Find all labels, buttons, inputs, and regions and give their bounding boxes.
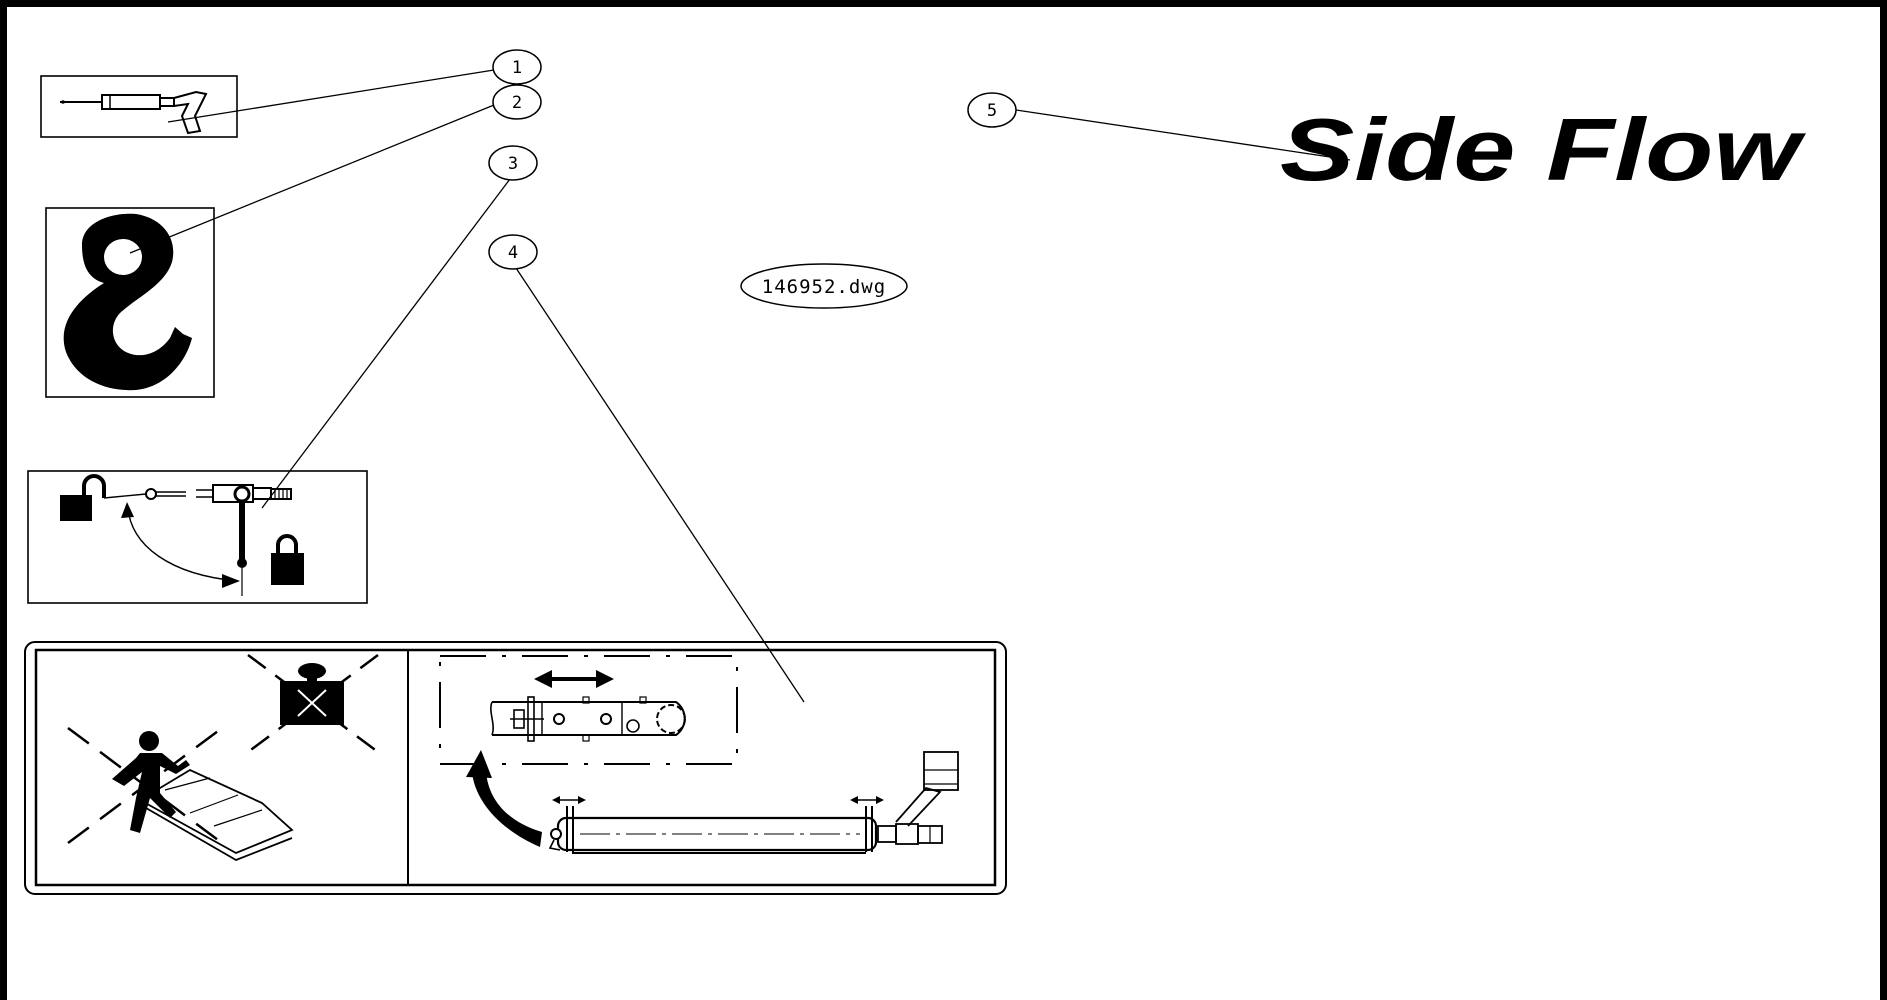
leader-5 [1015,109,1351,161]
no-step-warning-icon [67,653,379,861]
callout-5-number: 5 [987,101,997,121]
leader-1 [167,69,495,123]
file-tag: 146952.dwg [740,263,908,309]
file-tag-text: 146952.dwg [762,276,886,298]
leader-lines [129,69,1351,703]
callout-1: 1 [492,49,542,85]
callout-2: 2 [492,84,542,120]
lockout-valve-icon [27,470,368,604]
grease-gun-icon [40,75,238,138]
leader-3 [261,178,511,509]
safety-panel [24,641,1007,895]
callout-3-number: 3 [508,154,518,174]
callout-2-number: 2 [512,93,522,113]
idler-adjust-icon [439,655,959,854]
callout-4-number: 4 [508,243,518,263]
callout-4: 4 [488,234,538,270]
leader-4 [515,267,805,703]
lifting-hook-icon [45,207,215,398]
side-flow-title: Side Flow [1280,100,1807,199]
callout-1-number: 1 [512,58,522,78]
callout-3: 3 [488,145,538,181]
callout-5: 5 [967,92,1017,128]
leader-2 [129,104,495,254]
